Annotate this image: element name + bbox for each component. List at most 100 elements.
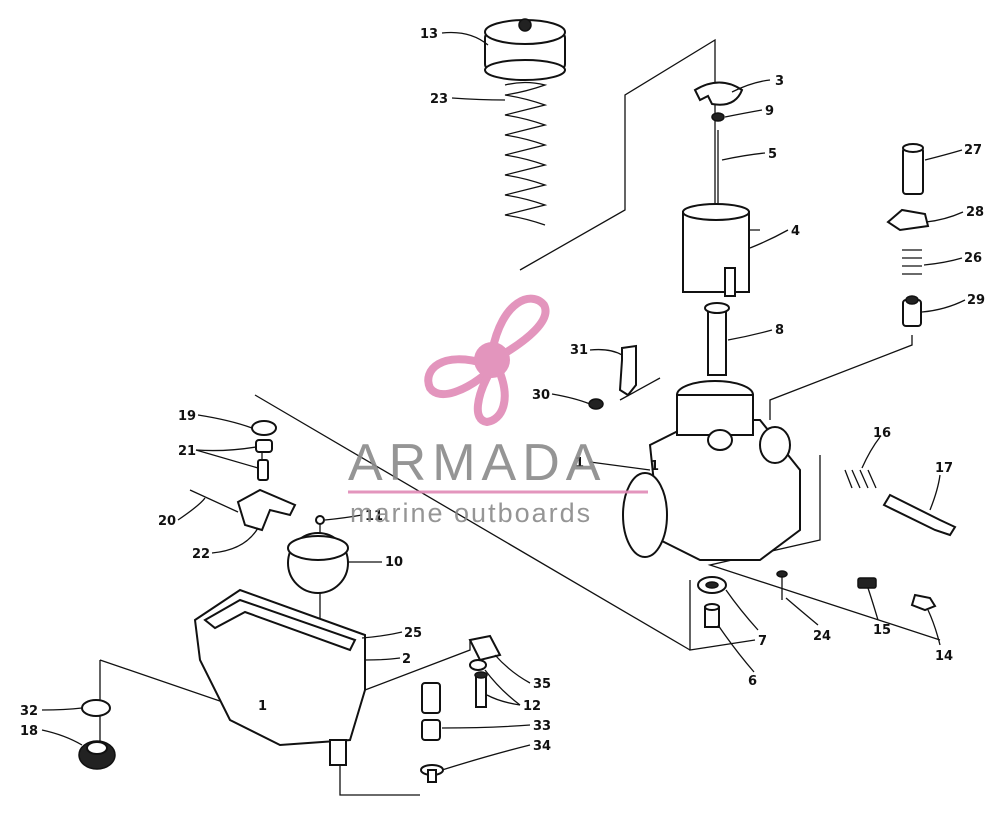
part-31-cable-bracket <box>618 344 637 397</box>
leader-7 <box>725 589 759 631</box>
float-bowl: 1 <box>193 588 366 766</box>
leader-17 <box>929 474 941 511</box>
watermark-tagline: marine outboards <box>350 498 592 528</box>
callout-32: 32 <box>20 704 38 719</box>
leader-6 <box>717 624 755 673</box>
callout-16: 16 <box>873 426 891 441</box>
part-34-screw <box>420 764 444 783</box>
part-22-float-arm <box>236 488 297 532</box>
leader-29 <box>921 299 966 313</box>
assembly-line-6 <box>689 580 756 651</box>
part-7-washer <box>697 576 727 594</box>
part-11-float-pin-clip <box>315 515 325 525</box>
callout-15: 15 <box>873 623 891 638</box>
callout-21: 21 <box>178 444 196 459</box>
callout-31: 31 <box>570 343 588 358</box>
callout-25: 25 <box>404 626 422 641</box>
float-bowl-mark: 1 <box>258 699 267 714</box>
callout-34: 34 <box>533 739 551 754</box>
leader-11 <box>324 514 363 521</box>
leader-18 <box>41 729 83 746</box>
leader-22 <box>211 527 259 554</box>
part-19-o-ring <box>251 420 277 436</box>
callout-26: 26 <box>964 251 982 266</box>
callout-24: 24 <box>813 629 831 644</box>
callout-33: 33 <box>533 719 551 734</box>
propeller-icon <box>424 294 550 427</box>
callout-7: 7 <box>758 634 767 649</box>
leader-4 <box>749 229 789 249</box>
leader-26 <box>923 257 963 266</box>
callout-30: 30 <box>532 388 550 403</box>
part-6-main-jet <box>704 603 720 628</box>
part-10-float <box>287 532 349 594</box>
leader-3 <box>731 79 771 93</box>
leader-34 <box>441 744 531 771</box>
part-24-drain-screw <box>776 570 788 600</box>
leader-9 <box>724 109 763 118</box>
leader-12a <box>484 669 521 706</box>
callout-28: 28 <box>966 205 984 220</box>
assembly-line-bowl-right <box>254 394 691 651</box>
leader-33 <box>441 724 531 729</box>
leader-lines <box>41 31 966 771</box>
callout-labels: 13 23 3 9 5 4 27 28 26 29 8 31 30 16 17 … <box>20 27 985 754</box>
part-26-plunger-spring <box>902 249 922 275</box>
callout-12: 12 <box>523 699 541 714</box>
callout-17: 17 <box>935 461 953 476</box>
part-20-float-pin <box>189 489 239 513</box>
leader-24 <box>785 597 819 626</box>
leader-14 <box>927 609 941 646</box>
watermark: ARMADA marine outboards <box>348 294 648 528</box>
part-1-carburetor-body: 1 <box>622 380 801 561</box>
part-3-needle-clip-plate <box>693 81 744 106</box>
part-15-pilot-jet <box>857 577 877 589</box>
leader-21b <box>195 449 259 469</box>
callout-2: 2 <box>402 652 411 667</box>
leader-30 <box>551 393 591 405</box>
part-16-pilot-spring <box>844 469 877 489</box>
part-29-starter-plunger <box>902 295 922 327</box>
leader-16 <box>861 436 881 469</box>
part-28-plunger-plate <box>886 208 930 232</box>
leader-19 <box>197 414 253 429</box>
part-9-e-clip <box>711 112 725 122</box>
callout-9: 9 <box>765 104 774 119</box>
assembly-line-30 <box>619 377 661 401</box>
leader-21 <box>195 446 257 452</box>
leader-31 <box>589 348 623 356</box>
callout-22: 22 <box>192 547 210 562</box>
leader-1 <box>589 461 651 471</box>
assembly-line-35 <box>364 640 471 691</box>
callout-3: 3 <box>775 74 784 89</box>
callout-35: 35 <box>533 677 551 692</box>
leader-35 <box>494 654 531 684</box>
part-30-screw <box>588 398 604 410</box>
callout-1: 1 <box>575 456 584 471</box>
leader-13 <box>441 31 489 46</box>
part-18-drain-plug <box>78 740 116 770</box>
callout-10: 10 <box>385 555 403 570</box>
carb-body-mark: 1 <box>650 459 659 474</box>
callout-6: 6 <box>748 674 757 689</box>
assembly-line-29 <box>769 335 913 420</box>
parts: 1 <box>78 18 957 783</box>
callout-8: 8 <box>775 323 784 338</box>
leader-25 <box>361 631 403 639</box>
part-32-gasket <box>81 699 111 717</box>
part-12-washer <box>469 659 487 671</box>
leader-5 <box>721 152 766 161</box>
callout-19: 19 <box>178 409 196 424</box>
part-21-float-valve <box>255 439 273 481</box>
callout-11: 11 <box>365 509 383 524</box>
callout-4: 4 <box>791 224 800 239</box>
leader-2 <box>364 657 401 661</box>
part-17-pilot-air-screw <box>882 493 957 537</box>
part-23-throttle-spring <box>504 81 548 226</box>
callout-18: 18 <box>20 724 38 739</box>
part-35-bracket <box>468 634 502 662</box>
leader-15 <box>867 587 879 621</box>
leader-32 <box>41 707 83 711</box>
leader-20 <box>177 497 206 521</box>
